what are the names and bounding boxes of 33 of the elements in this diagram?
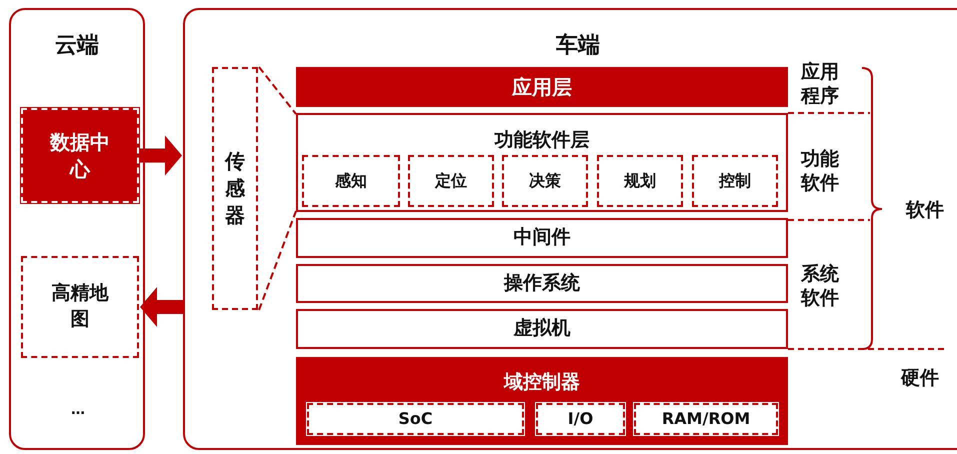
layer-title: 域控制器 [502, 370, 581, 395]
application-layer-bar: 应用层 [296, 67, 788, 107]
dashed-connector [258, 210, 297, 310]
layer-bar: 操作系统 [296, 264, 788, 303]
dashed-connector [258, 66, 297, 115]
side-label: 系统软件 [800, 262, 840, 310]
vehicle-panel [183, 8, 957, 450]
module-box: 定位 [408, 155, 494, 207]
chip-box: I/O [536, 403, 625, 435]
layer-bar: 中间件 [296, 218, 788, 258]
side-label: 功能软件 [800, 147, 840, 195]
module-box: 感知 [302, 155, 400, 207]
layer-bar: 虚拟机 [296, 309, 788, 349]
module-box: 决策 [502, 155, 588, 207]
side-label: 硬件 [900, 366, 940, 390]
data-center-box: 数据中心 [21, 108, 139, 203]
side-label: 应用程序 [800, 60, 840, 108]
sensor-box: 传感器 [212, 67, 258, 310]
layer-title: 功能软件层 [493, 128, 590, 153]
function-layer-box [296, 113, 788, 212]
block-arrow [140, 287, 183, 327]
module-box: 规划 [597, 155, 683, 207]
panel-title: 云端 [54, 32, 100, 60]
panel-title: 车端 [555, 32, 601, 60]
map-box: 高精地图 [21, 256, 139, 358]
domain-controller-box [296, 357, 788, 445]
ellipsis-text: … [70, 401, 86, 420]
block-arrow [140, 136, 182, 176]
side-label: 软件 [904, 198, 945, 222]
cloud-panel [9, 8, 145, 450]
chip-box: SoC [307, 403, 524, 435]
module-box: 控制 [692, 155, 778, 207]
chip-box: RAM/ROM [634, 403, 778, 435]
